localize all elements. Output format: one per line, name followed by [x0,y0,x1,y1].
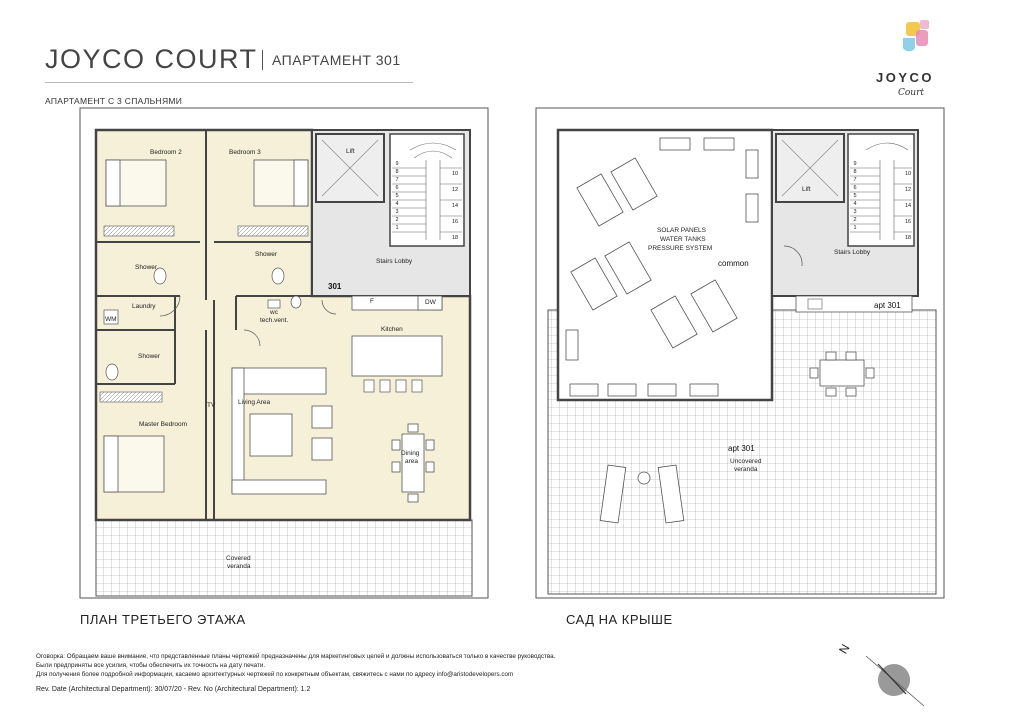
stair-number: 8 [395,169,399,175]
stair-number: 16 [904,219,912,225]
stair-number: 4 [395,201,399,207]
stair-number: 18 [904,235,912,241]
stair-numbers-right: 10 12 14 16 18 [450,166,460,246]
stair-number: 4 [853,201,857,207]
stair-number: 1 [853,225,857,231]
stair-number: 12 [904,187,912,193]
floor-plan [79,107,489,599]
label-tech-vent: tech.vent. [260,317,289,324]
roof-stair-numbers-left: 9 8 7 6 5 4 3 2 1 [851,160,859,232]
stair-number: 10 [904,171,912,177]
label-fridge: F [370,298,374,305]
apartment-caption: АПАРТАМЕНТ С 3 СПАЛЬНЯМИ [45,96,183,106]
label-veranda-1: Covered [226,555,251,562]
stair-number: 1 [395,225,399,231]
label-wm: WM [105,316,117,323]
stair-number: 9 [395,161,399,167]
label-apt-301-counter: apt 301 [874,301,901,310]
footer-disclaimer-1: Оговорка: Обращаем ваше внимание, что пр… [36,653,556,660]
label-kitchen: Kitchen [381,326,403,333]
covered-veranda-area [95,519,473,597]
stair-number: 7 [395,177,399,183]
label-bedroom-3: Bedroom 3 [229,149,261,156]
stair-number: 7 [853,177,857,183]
label-stairs-lobby: Stairs Lobby [376,258,413,265]
label-roof-lift: Lift [802,186,811,193]
footer-revision: Rev. Date (Architectural Department): 30… [36,686,311,693]
stair-number: 3 [395,209,399,215]
label-roof-stairs-lobby: Stairs Lobby [834,249,871,256]
label-tv: TV [207,402,216,409]
stair-number: 5 [395,193,399,199]
stair-number: 18 [451,235,459,241]
stair-number: 10 [451,171,459,177]
floor-plan-title: ПЛАН ТРЕТЬЕГО ЭТАЖА [80,612,246,627]
logo-wordmark: JOYCO [876,70,935,85]
label-veranda-2: veranda [227,563,251,570]
stair-number: 14 [904,203,912,209]
logo-script: Court [898,88,925,98]
header-rule [45,82,413,83]
stair-number: 14 [451,203,459,209]
footer-disclaimer-2: Были предприняты все усилия, чтобы обесп… [36,662,266,669]
stair-numbers-left: 9 8 7 6 5 4 3 2 1 [393,160,401,232]
label-lift: Lift [346,148,355,155]
footer-disclaimer-3: Для получения более подробной информации… [36,671,514,678]
stair-number: 2 [395,217,399,223]
roof-plan-title: САД НА КРЫШЕ [566,612,673,627]
roof-plan [535,107,945,599]
stair-number: 8 [853,169,857,175]
stair-number: 6 [395,185,399,191]
label-solar-1: SOLAR PANELS [657,227,707,234]
stairwell [389,133,465,247]
label-solar-2: WATER TANKS [660,236,706,243]
label-apt-number: 301 [328,282,342,291]
stair-number: 12 [451,187,459,193]
project-title: JOYCO COURT [45,44,258,74]
label-living-area: Living Area [238,399,271,406]
label-apt-301-garden: apt 301 [728,444,755,453]
stair-number: 5 [853,193,857,199]
stair-number: 16 [451,219,459,225]
label-shower-2: Shower [255,251,278,258]
label-dining-1: Dining [401,450,420,457]
stair-number: 3 [853,209,857,215]
roof-stairwell [847,133,915,247]
label-common: common [718,259,749,268]
label-dishwasher: DW [425,299,436,306]
stair-number: 2 [853,217,857,223]
apartment-title: АПАРТАМЕНТ 301 [272,52,401,68]
label-solar-3: PRESSURE SYSTEM [648,245,713,252]
label-shower-3: Shower [138,353,161,360]
roof-stair-numbers-right: 10 12 14 16 18 [903,166,913,246]
label-uncovered-2: veranda [734,466,758,473]
label-dining-2: area [405,458,419,465]
label-bedroom-2: Bedroom 2 [150,149,182,156]
label-laundry: Laundry [132,303,156,310]
label-master-bedroom: Master Bedroom [139,421,188,428]
stair-number: 6 [853,185,857,191]
north-compass-icon [865,655,925,707]
label-uncovered-1: Uncovered [730,458,762,465]
label-wc: wc [270,309,278,316]
label-shower-1: Shower [135,264,158,271]
stair-number: 9 [853,161,857,167]
title-separator [262,50,263,70]
